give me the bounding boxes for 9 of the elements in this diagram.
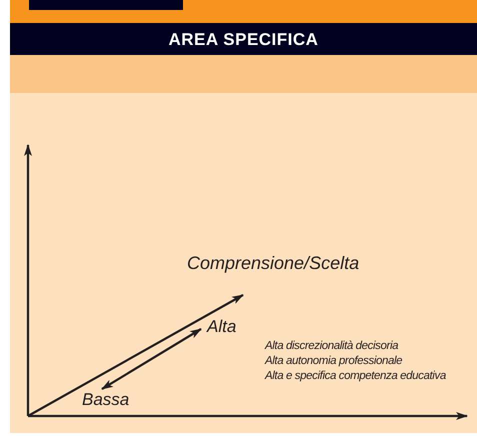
arrow <box>27 294 244 417</box>
axis-label: Comprensione/Scelta <box>187 254 360 272</box>
note-text: Alta autonomia professionale <box>265 356 402 368</box>
note-text: Alta discrezionalità decisoria <box>265 341 398 352</box>
note-text: Alta e specifica competenza educativa <box>265 371 446 382</box>
arrow <box>101 328 202 390</box>
axis-label: Bassa <box>82 391 130 408</box>
axis-label: Alta <box>207 318 236 335</box>
title: AREA SPECIFICA <box>168 30 318 48</box>
